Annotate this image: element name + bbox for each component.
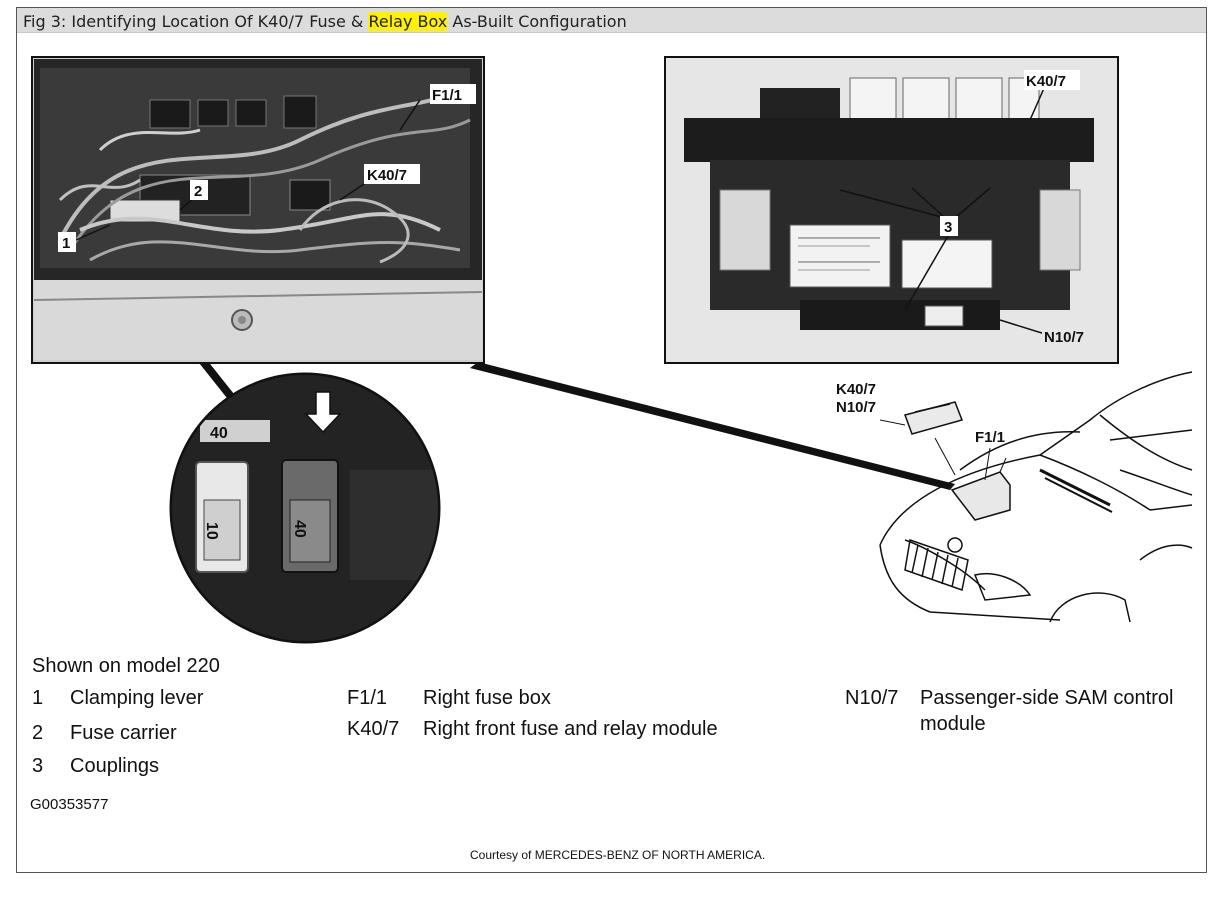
legend-code-k40-7: K40/7 (347, 718, 400, 740)
title-highlight: Relay Box (368, 12, 448, 31)
figure-id: G00353577 (30, 796, 109, 813)
legend-code-2: 2 (32, 722, 44, 744)
car-callout-n10-7: N10/7 (836, 399, 876, 416)
legend-text-fuse-relay-module: Right front fuse and relay module (423, 718, 718, 740)
module-callout-3: 3 (944, 219, 952, 236)
title-text-after: As-Built Configuration (447, 12, 627, 31)
legend-text-sam-line2: module (920, 713, 986, 735)
legend-code-n10-7: N10/7 (845, 687, 899, 709)
callout-f1-1: F1/1 (432, 87, 462, 104)
car-drawing (879, 371, 1193, 623)
figure-title: Fig 3: Identifying Location Of K40/7 Fus… (23, 12, 627, 31)
title-bar: Fig 3: Identifying Location Of K40/7 Fus… (17, 8, 1206, 33)
engine-bay-photo: F1/1 K40/7 1 2 (31, 56, 485, 364)
module-callout-n10-7: N10/7 (1044, 329, 1084, 346)
car-callout-f1-1: F1/1 (975, 429, 1005, 446)
callout-k40-7: K40/7 (367, 167, 407, 184)
fuse-detail-inset: 40 10 40 (169, 372, 441, 644)
legend-text-clamping-lever: Clamping lever (70, 687, 204, 709)
car-callout-k40-7: K40/7 (836, 381, 876, 398)
down-arrow-icon (304, 391, 342, 434)
fuse-label-10: 10 (203, 522, 220, 540)
legend-text-fuse-carrier: Fuse carrier (70, 722, 177, 744)
module-callout-k40-7: K40/7 (1026, 73, 1066, 90)
legend-code-3: 3 (32, 755, 44, 777)
courtesy-credit: Courtesy of MERCEDES-BENZ OF NORTH AMERI… (470, 848, 766, 862)
fuse-label-40-top: 40 (210, 425, 228, 442)
legend-text-couplings: Couplings (70, 755, 159, 777)
shown-on-model: Shown on model 220 (32, 655, 220, 677)
leader-photo-to-car (470, 362, 955, 490)
callout-2: 2 (194, 183, 202, 200)
legend-code-f1-1: F1/1 (347, 687, 388, 709)
callout-1: 1 (62, 235, 70, 252)
fuse-label-40: 40 (291, 520, 308, 538)
legend-text-right-fuse-box: Right fuse box (423, 687, 551, 709)
module-photo: K40/7 3 N10/7 (664, 56, 1119, 364)
legend-code-1: 1 (32, 687, 44, 709)
legend-text-sam-line1: Passenger-side SAM control (920, 687, 1174, 709)
title-text-before: Fig 3: Identifying Location Of K40/7 Fus… (23, 12, 369, 31)
